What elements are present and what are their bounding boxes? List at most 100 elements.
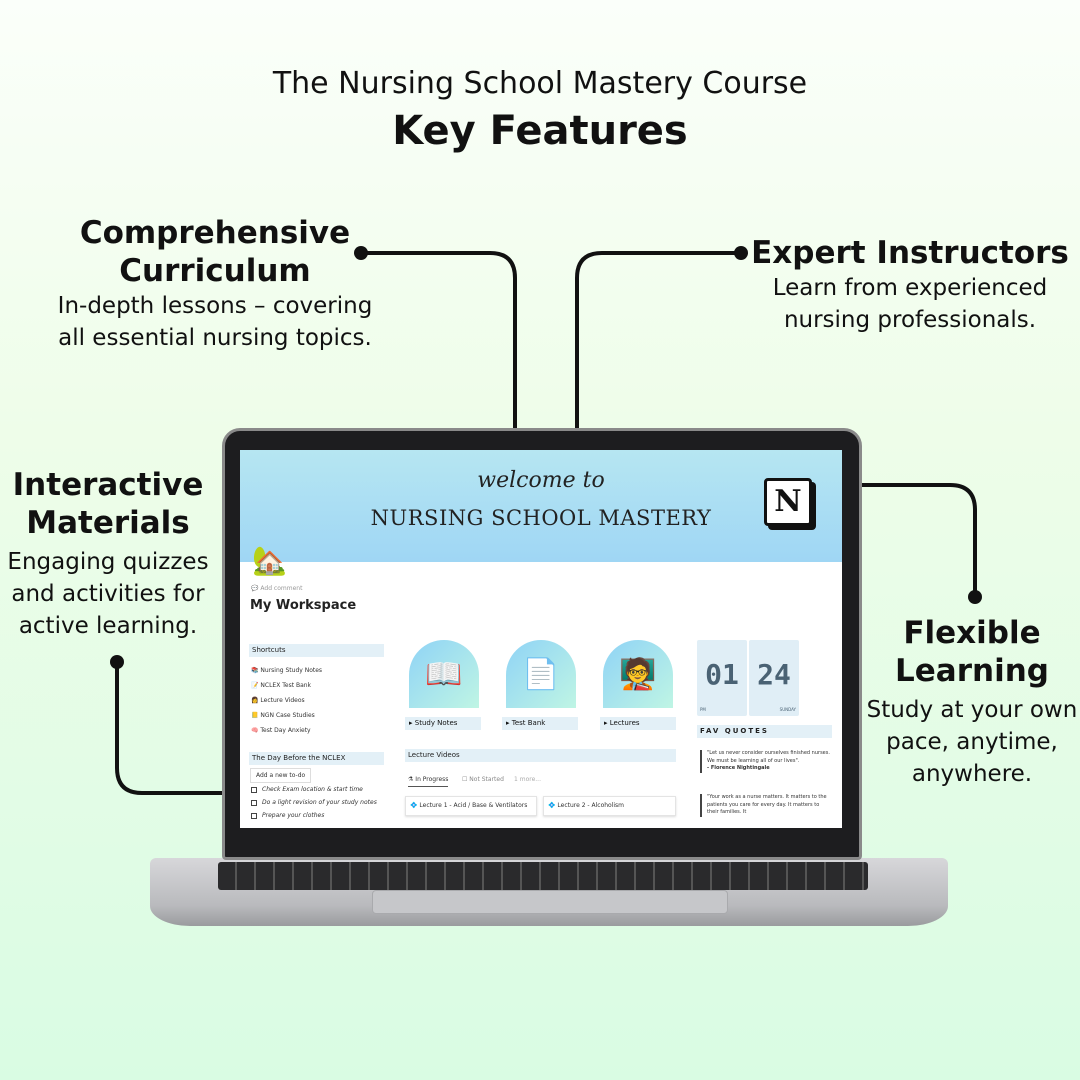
clock-ampm: PM (700, 707, 706, 712)
card-label: Lectures (609, 719, 640, 727)
feature-title: Flexible (903, 615, 1041, 651)
feature-title: Curriculum (119, 253, 311, 289)
lecture-label: Lecture 1 - Acid / Base & Ventilators (419, 802, 528, 809)
feature-title: Comprehensive (79, 215, 351, 251)
card-study-notes[interactable]: ▸ Study Notes (405, 717, 481, 730)
clock-hour-value: 01 (705, 658, 739, 691)
notion-logo-icon: N (764, 478, 812, 526)
shortcut-label: Test Day Anxiety (260, 727, 311, 734)
lectures-teacher-icon[interactable]: 🧑‍🏫 (603, 640, 673, 708)
todo-heading: The Day Before the NCLEX (249, 752, 384, 765)
feature-title: Expert Instructors (751, 235, 1069, 271)
feature-curriculum: Comprehensive Curriculum In-depth lesson… (50, 214, 380, 354)
feature-desc: anywhere. (911, 761, 1033, 787)
todo-label: Prepare your clothes (262, 812, 325, 819)
tab-in-progress[interactable]: ⚗ In Progress (408, 776, 449, 787)
shortcut-item[interactable]: 📝 NCLEX Test Bank (251, 682, 386, 697)
tab-more[interactable]: 1 more... (514, 776, 541, 783)
connector-dot (110, 655, 124, 669)
shortcut-label: NGN Case Studies (260, 712, 315, 719)
feature-desc: Study at your own (866, 697, 1078, 723)
quote-text: "Let us never consider ourselves finishe… (707, 750, 830, 764)
shortcut-item[interactable]: 📚 Nursing Study Notes (251, 667, 386, 682)
shortcut-item[interactable]: 📒 NGN Case Studies (251, 712, 386, 727)
todo-item[interactable]: Prepare your clothes (251, 812, 324, 819)
feature-desc: active learning. (18, 613, 198, 639)
workspace-title: My Workspace (250, 598, 357, 613)
feature-desc: pace, anytime, (886, 729, 1058, 755)
checkbox[interactable] (251, 812, 257, 819)
banner-welcome: welcome to (477, 468, 605, 493)
course-subtitle: The Nursing School Mastery Course (272, 66, 808, 101)
quotes-heading: FAV QUOTES (697, 725, 832, 738)
laptop-trackpad (372, 890, 728, 914)
feature-desc: In-depth lessons – covering (57, 293, 373, 319)
todo-label: Do a light revision of your study notes (262, 799, 377, 806)
quote-author: - Florence Nightingale (707, 765, 770, 771)
shortcut-label: Lecture Videos (260, 697, 305, 704)
shortcuts-list: 📚 Nursing Study Notes 📝 NCLEX Test Bank … (251, 667, 386, 742)
todo-label: Check Exam location & start time (262, 786, 363, 793)
lecture-card[interactable]: 💠 Lecture 2 - Alcoholism (543, 796, 676, 816)
feature-desc: and activities for (11, 581, 205, 607)
lecture-label: Lecture 2 - Alcoholism (557, 802, 625, 809)
clock-day: SUNDAY (779, 707, 796, 712)
feature-desc: nursing professionals. (783, 307, 1037, 333)
connector-dot (354, 246, 368, 260)
feature-flexible: Flexible Learning Study at your own pace… (864, 614, 1080, 790)
quote: "Let us never consider ourselves finishe… (700, 750, 830, 773)
study-notes-book-icon[interactable]: 📖 (409, 640, 479, 708)
feature-title: Interactive (12, 467, 204, 503)
notebook-icon: 📒 (251, 712, 259, 719)
feature-instructors: Expert Instructors Learn from experience… (750, 234, 1070, 336)
lecture-videos-heading: Lecture Videos (405, 749, 676, 762)
page-title: Key Features (392, 108, 688, 154)
banner-title: NURSING SCHOOL MASTERY (370, 506, 712, 530)
feature-title: Learning (895, 653, 1049, 689)
test-bank-document-icon[interactable]: 📄 (506, 640, 576, 708)
card-label: Study Notes (414, 719, 458, 727)
house-icon: 🏡 (252, 544, 287, 577)
feature-title: Materials (26, 505, 190, 541)
books-icon: 📚 (251, 667, 259, 674)
feature-materials: Interactive Materials Engaging quizzes a… (0, 466, 216, 642)
shortcut-item[interactable]: 🧠 Test Day Anxiety (251, 727, 386, 742)
connector-instructors (575, 251, 741, 430)
feature-desc: Learn from experienced (772, 275, 1048, 301)
checkbox[interactable] (251, 786, 257, 793)
connector-materials (115, 662, 224, 795)
shortcut-label: Nursing Study Notes (260, 667, 323, 674)
tab-label: In Progress (415, 776, 449, 783)
tab-not-started[interactable]: ☐ Not Started (462, 776, 504, 783)
welcome-banner: welcome to NURSING SCHOOL MASTERY N (240, 450, 842, 562)
todo-item[interactable]: Check Exam location & start time (251, 786, 363, 793)
clock-hour: 01 PM (697, 640, 747, 716)
brain-icon: 🧠 (251, 727, 259, 734)
card-test-bank[interactable]: ▸ Test Bank (502, 717, 578, 730)
laptop-keyboard (218, 862, 868, 890)
connector-dot (734, 246, 748, 260)
shortcuts-heading: Shortcuts (249, 644, 384, 657)
checkbox[interactable] (251, 799, 257, 806)
connector-curriculum (361, 251, 517, 430)
clock-minute: 24 SUNDAY (749, 640, 799, 716)
feature-desc: Engaging quizzes (7, 549, 209, 575)
connector-flexible (862, 483, 977, 597)
card-lectures[interactable]: ▸ Lectures (600, 717, 676, 730)
clock-minute-value: 24 (757, 658, 791, 691)
tab-label: Not Started (469, 776, 504, 783)
connector-dot (968, 590, 982, 604)
add-comment-label: Add comment (260, 585, 303, 592)
quote-text: "Your work as a nurse matters. It matter… (707, 794, 827, 815)
shortcut-item[interactable]: 👩 Lecture Videos (251, 697, 386, 712)
shortcut-label: NCLEX Test Bank (260, 682, 312, 689)
card-label: Test Bank (511, 719, 546, 727)
add-todo-button[interactable]: Add a new to-do (250, 768, 312, 783)
todo-item[interactable]: Do a light revision of your study notes (251, 799, 377, 806)
teacher-icon: 👩 (251, 697, 259, 704)
memo-icon: 📝 (251, 682, 259, 689)
add-comment-button[interactable]: 💬 Add comment (251, 585, 303, 592)
lecture-card[interactable]: 💠 Lecture 1 - Acid / Base & Ventilators (405, 796, 537, 816)
quote: "Your work as a nurse matters. It matter… (700, 794, 830, 817)
